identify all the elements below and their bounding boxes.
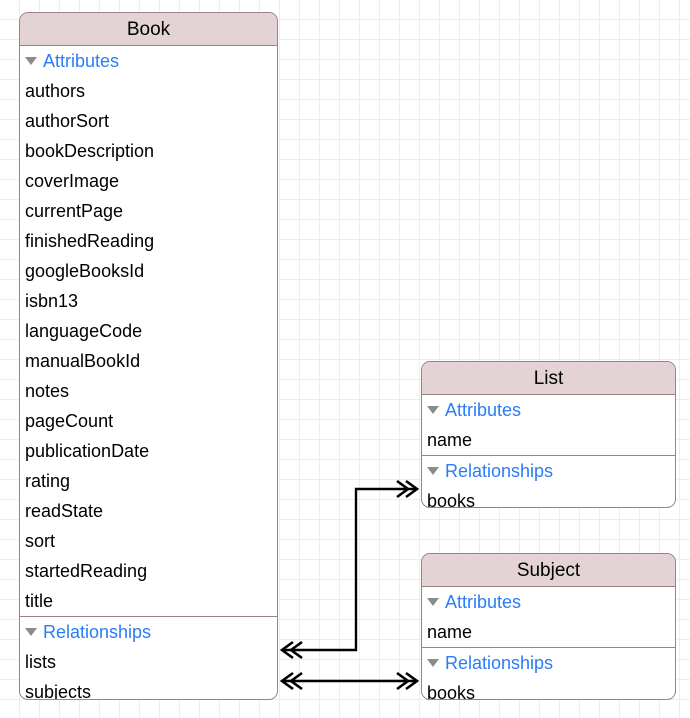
attribute-row[interactable]: coverImage <box>25 171 120 191</box>
attribute-row[interactable]: rating <box>25 471 71 491</box>
entity-title-list[interactable]: List <box>422 362 675 395</box>
section-header-attributes-list[interactable]: Attributes <box>422 395 675 425</box>
arrowhead-to-many-source <box>279 640 303 660</box>
relationship-row[interactable]: subjects <box>25 682 92 700</box>
attribute-row[interactable]: title <box>25 591 54 611</box>
arrowhead-to-many-target <box>396 671 420 691</box>
disclosure-triangle-down-icon[interactable] <box>427 406 439 414</box>
attribute-row[interactable]: authorSort <box>25 111 110 131</box>
disclosure-triangle-down-icon[interactable] <box>427 467 439 475</box>
attribute-row[interactable]: name <box>427 430 473 450</box>
disclosure-triangle-down-icon[interactable] <box>25 57 37 65</box>
section-label: Relationships <box>445 461 554 481</box>
section-header-relationships-list[interactable]: Relationships <box>422 456 675 486</box>
attribute-row[interactable]: finishedReading <box>25 231 155 251</box>
disclosure-triangle-down-icon[interactable] <box>25 628 37 636</box>
section-header-relationships-subject[interactable]: Relationships <box>422 648 675 678</box>
section-header-attributes-book[interactable]: Attributes <box>20 46 277 76</box>
section-label: Attributes <box>43 51 120 71</box>
attribute-row[interactable]: googleBooksId <box>25 261 145 281</box>
section-attributes-book: Attributes authors authorSort bookDescripti… <box>20 46 277 616</box>
attribute-row[interactable]: name <box>427 622 473 642</box>
entity-title-book[interactable]: Book <box>20 13 277 46</box>
section-header-relationships-book[interactable]: Relationships <box>20 617 277 647</box>
section-label: Relationships <box>445 653 554 673</box>
connector-line-book-lists-to-list-books[interactable] <box>282 487 417 652</box>
section-label: Relationships <box>43 622 152 642</box>
attribute-row[interactable]: publicationDate <box>25 441 150 461</box>
section-header-attributes-subject[interactable]: Attributes <box>422 587 675 617</box>
relationship-row[interactable]: books <box>427 683 476 700</box>
relationship-row[interactable]: books <box>427 491 476 508</box>
attribute-row[interactable]: manualBookId <box>25 351 141 371</box>
section-attributes-list: Attributes name <box>422 395 675 455</box>
section-relationships-book: Relationships lists subjects <box>20 616 277 700</box>
attribute-row[interactable]: notes <box>25 381 70 401</box>
attribute-row[interactable]: bookDescription <box>25 141 155 161</box>
entity-title-subject[interactable]: Subject <box>422 554 675 587</box>
attribute-row[interactable]: readState <box>25 501 104 521</box>
attribute-row[interactable]: currentPage <box>25 201 124 221</box>
disclosure-triangle-down-icon[interactable] <box>427 598 439 606</box>
section-attributes-subject: Attributes name <box>422 587 675 647</box>
section-relationships-list: Relationships books <box>422 455 675 508</box>
relationship-row[interactable]: lists <box>25 652 56 672</box>
section-relationships-subject: Relationships books <box>422 647 675 700</box>
attribute-row[interactable]: pageCount <box>25 411 114 431</box>
attribute-row[interactable]: sort <box>25 531 56 551</box>
arrowhead-to-many-target <box>396 479 420 499</box>
section-label: Attributes <box>445 400 522 420</box>
attribute-row[interactable]: authors <box>25 81 86 101</box>
attribute-row[interactable]: isbn13 <box>25 291 79 311</box>
attribute-row[interactable]: startedReading <box>25 561 148 581</box>
disclosure-triangle-down-icon[interactable] <box>427 659 439 667</box>
arrowhead-to-many-source <box>279 671 303 691</box>
attribute-row[interactable]: languageCode <box>25 321 143 341</box>
section-label: Attributes <box>445 592 522 612</box>
